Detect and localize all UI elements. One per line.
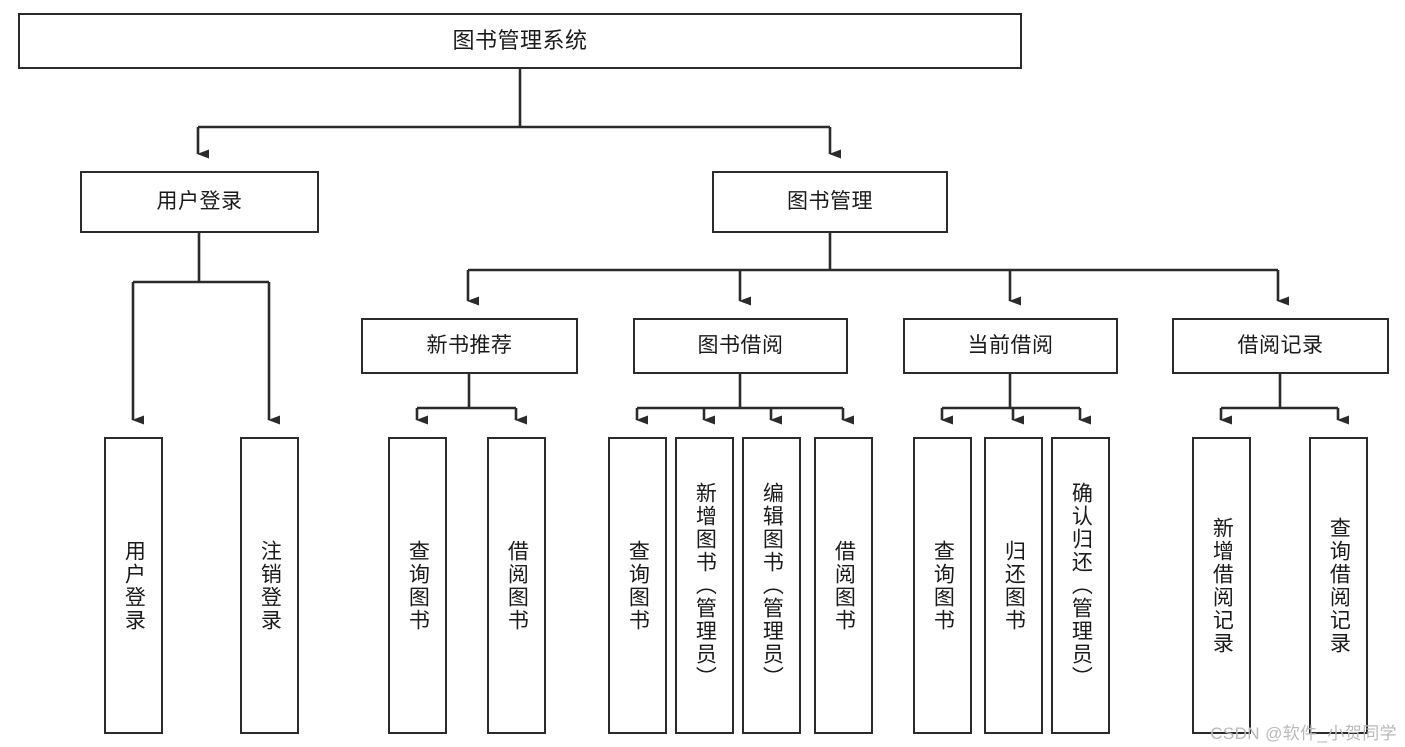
node-book-management-label: 图书管理 [787,190,873,214]
node-leaf-query-borrow-record[interactable]: 查询借阅记录 [1309,437,1368,734]
node-leaf-query-book-current[interactable]: 查询图书 [913,437,972,734]
node-current-borrow-label: 当前借阅 [967,334,1054,358]
node-leaf-borrow-book-label: 借阅图书 [832,539,856,632]
node-leaf-user-login[interactable]: 用户登录 [104,437,163,734]
node-leaf-add-book-admin-label: 新增图书（管理员） [693,482,717,689]
node-book-borrow-label: 图书借阅 [697,334,784,358]
node-leaf-return-book-label: 归还图书 [1002,539,1026,632]
node-leaf-add-book-admin[interactable]: 新增图书（管理员） [675,437,734,734]
node-leaf-return-book[interactable]: 归还图书 [984,437,1043,734]
node-leaf-borrow-book[interactable]: 借阅图书 [814,437,873,734]
node-book-management[interactable]: 图书管理 [712,171,948,233]
node-leaf-query-book-borrow[interactable]: 查询图书 [608,437,667,734]
node-new-book-recommend-label: 新书推荐 [426,334,513,358]
node-leaf-logout-label: 注销登录 [258,539,282,632]
node-leaf-query-book-current-label: 查询图书 [931,539,955,632]
node-current-borrow[interactable]: 当前借阅 [903,318,1118,374]
node-leaf-query-borrow-record-label: 查询借阅记录 [1327,516,1351,655]
node-leaf-borrow-book-rec[interactable]: 借阅图书 [487,437,546,734]
csdn-watermark: CSDN @软件_小贺同学 [1210,724,1397,743]
node-leaf-user-login-label: 用户登录 [122,539,146,632]
node-leaf-query-book-rec[interactable]: 查询图书 [388,437,447,734]
node-user-login[interactable]: 用户登录 [80,171,319,233]
node-leaf-logout[interactable]: 注销登录 [240,437,299,734]
node-user-login-label: 用户登录 [156,190,243,214]
node-leaf-edit-book-admin-label: 编辑图书（管理员） [760,482,784,689]
node-leaf-query-book-rec-label: 查询图书 [406,539,430,632]
node-root[interactable]: 图书管理系统 [18,13,1022,69]
node-borrow-record-label: 借阅记录 [1237,334,1324,358]
node-leaf-query-book-borrow-label: 查询图书 [626,539,650,632]
node-leaf-borrow-book-rec-label: 借阅图书 [505,539,529,632]
node-leaf-edit-book-admin[interactable]: 编辑图书（管理员） [742,437,801,734]
node-root-label: 图书管理系统 [452,27,588,53]
node-book-borrow[interactable]: 图书借阅 [633,318,848,374]
node-borrow-record[interactable]: 借阅记录 [1172,318,1389,374]
node-leaf-add-borrow-record-label: 新增借阅记录 [1210,516,1234,655]
node-leaf-confirm-return-admin[interactable]: 确认归还（管理员） [1051,437,1110,734]
node-leaf-add-borrow-record[interactable]: 新增借阅记录 [1192,437,1251,734]
node-new-book-recommend[interactable]: 新书推荐 [361,318,578,374]
node-leaf-confirm-return-admin-label: 确认归还（管理员） [1069,482,1093,689]
